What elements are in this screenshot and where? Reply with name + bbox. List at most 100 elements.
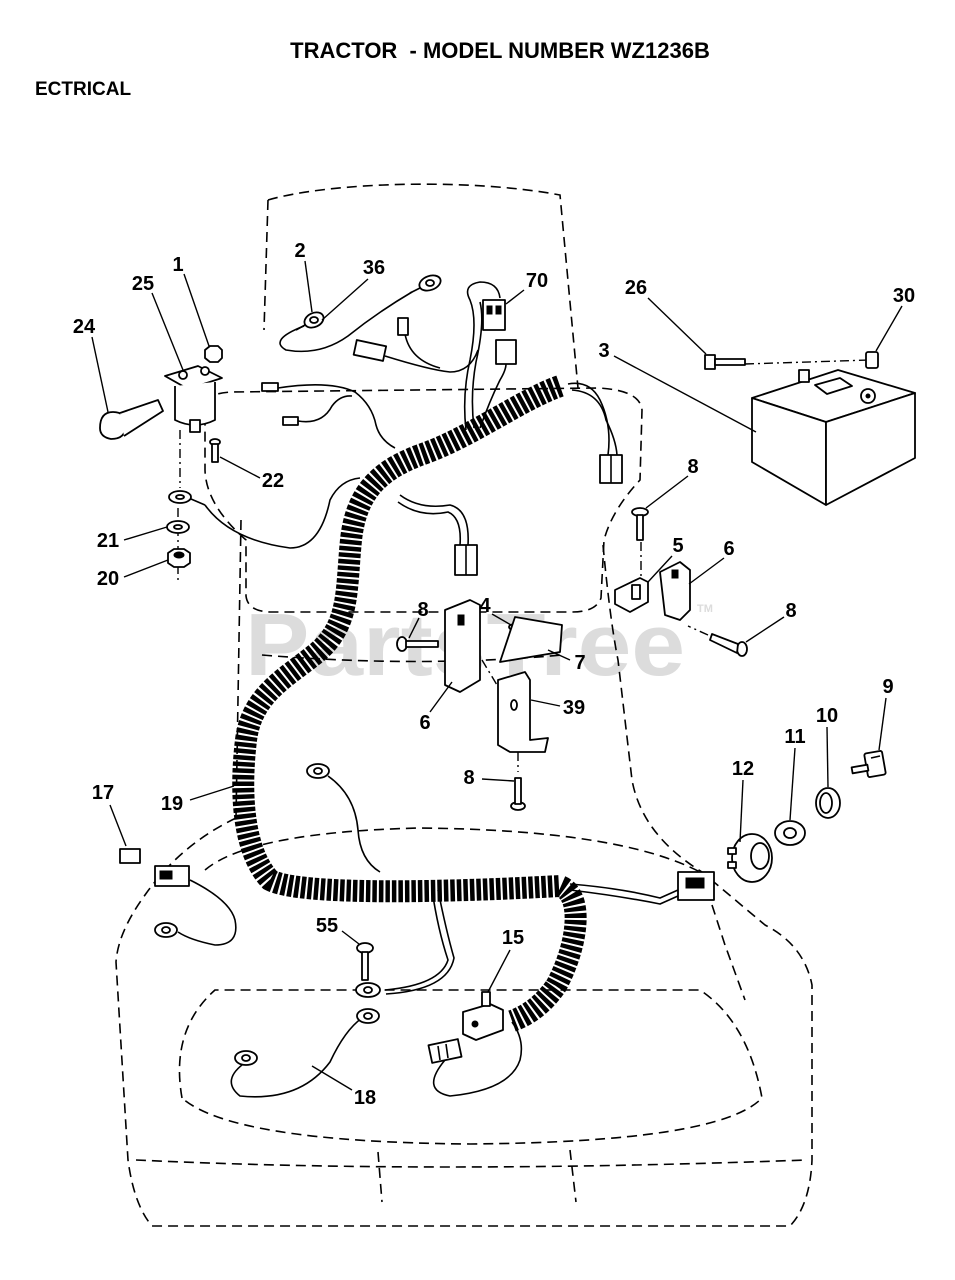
leader-19 bbox=[189, 785, 235, 801]
starter-solenoid bbox=[164, 365, 223, 433]
screw-8-upper-right bbox=[631, 507, 649, 541]
leader-8-mid-left bbox=[408, 617, 420, 639]
connector-70 bbox=[482, 299, 506, 331]
ring-terminal-left-ground bbox=[154, 922, 178, 938]
fender-inner-line bbox=[135, 1159, 807, 1168]
wire-to-lower-connector-70 bbox=[479, 363, 507, 429]
callout-labels: 1 25 24 2 36 70 26 30 3 22 8 21 20 5 6 4… bbox=[73, 240, 915, 1109]
callout-15: 15 bbox=[502, 927, 524, 949]
leader-30 bbox=[875, 305, 903, 352]
page-title: TRACTOR - MODEL NUMBER WZ1236B bbox=[290, 38, 710, 63]
leader-4 bbox=[491, 613, 512, 626]
screw-8-upper-right-shank bbox=[636, 514, 644, 541]
switch-15-plunger bbox=[481, 991, 491, 1007]
switch-15-connector-ridge-b bbox=[445, 1043, 449, 1059]
wire-to-connector-70-a bbox=[463, 281, 501, 431]
leader-26 bbox=[647, 297, 707, 355]
wire-ground-terminal bbox=[204, 477, 361, 549]
leader-lines bbox=[91, 260, 903, 1091]
section-title: ECTRICAL bbox=[35, 79, 131, 100]
bolt-26-head bbox=[704, 354, 716, 370]
wire-to-mid-connector-a bbox=[399, 494, 469, 546]
leader-12 bbox=[739, 779, 744, 843]
connector-70-pin-a bbox=[486, 305, 493, 315]
key-notch bbox=[870, 755, 881, 759]
bolt-26 bbox=[704, 354, 746, 370]
callout-22: 22 bbox=[262, 470, 284, 492]
ring-terminal-18-c-hole bbox=[241, 1054, 251, 1062]
connector-left-b bbox=[397, 317, 409, 336]
nut-20 bbox=[167, 548, 191, 568]
ignition-switch-terminal-b bbox=[727, 861, 737, 869]
ground-ring-terminal bbox=[168, 490, 206, 506]
callout-4: 4 bbox=[479, 595, 491, 617]
callout-10: 10 bbox=[816, 705, 838, 727]
battery-label bbox=[814, 377, 853, 395]
wire-to-screw-55 bbox=[384, 889, 449, 991]
callout-24: 24 bbox=[73, 316, 96, 338]
leader-8-bottom bbox=[481, 778, 515, 782]
wire-left-connector-a bbox=[384, 349, 479, 373]
battery bbox=[751, 369, 916, 506]
ring-nut-10 bbox=[815, 787, 841, 819]
screw-8-bottom bbox=[510, 777, 526, 811]
callout-8-mid-left: 8 bbox=[417, 599, 428, 621]
bracket-6-right bbox=[659, 561, 691, 621]
leader-39 bbox=[530, 699, 561, 707]
solenoid-terminal-left bbox=[178, 370, 188, 380]
leader-1 bbox=[183, 273, 210, 347]
callout-6-right: 6 bbox=[723, 538, 734, 560]
right-side-edge bbox=[711, 904, 746, 1001]
screw-8-mid-right-axis bbox=[687, 625, 709, 636]
callout-8-upper-right: 8 bbox=[687, 456, 698, 478]
switch-15-hole bbox=[471, 1020, 479, 1028]
bracket-5-tab bbox=[631, 584, 641, 600]
leader-55 bbox=[341, 930, 360, 945]
callout-18: 18 bbox=[354, 1087, 376, 1109]
wire-18 bbox=[230, 1017, 363, 1098]
ground-ring-hole bbox=[175, 494, 185, 500]
pedestal-left-edge bbox=[235, 519, 242, 819]
ignition-key-9 bbox=[850, 750, 887, 778]
callout-36: 36 bbox=[363, 257, 385, 279]
leader-8-mid-right bbox=[745, 616, 785, 643]
nut-30-body bbox=[865, 351, 879, 369]
switch-15-connector-body bbox=[427, 1038, 463, 1064]
leader-10 bbox=[826, 726, 829, 788]
connector-ignition-pin bbox=[685, 877, 705, 889]
battery-terminal-positive-hole bbox=[865, 393, 871, 399]
callout-55: 55 bbox=[316, 915, 338, 937]
leader-20 bbox=[123, 559, 169, 578]
callout-20: 20 bbox=[97, 568, 119, 590]
connector-17 bbox=[119, 848, 190, 887]
ignition-switch-face bbox=[750, 842, 770, 870]
leader-3 bbox=[613, 355, 757, 433]
leader-36 bbox=[321, 278, 369, 321]
dash-panel-outline bbox=[204, 387, 643, 613]
wire-ground-upper bbox=[327, 775, 381, 873]
harness-connectors bbox=[261, 299, 715, 901]
leader-15 bbox=[487, 949, 511, 993]
seat-pan-outline bbox=[178, 989, 763, 1145]
bracket-6-right-slot bbox=[671, 569, 679, 579]
ring-terminals-18 bbox=[234, 982, 381, 1066]
wire-terminal-2-to-36 bbox=[279, 291, 413, 353]
wire-to-mid-connector-b bbox=[397, 501, 462, 546]
terminal-lug-b bbox=[282, 416, 299, 426]
callout-11: 11 bbox=[784, 726, 805, 748]
bolt-26-shank bbox=[714, 358, 746, 366]
callout-26: 26 bbox=[625, 277, 647, 299]
screw-8-mid-left bbox=[396, 636, 439, 652]
ring-terminal-36-hole bbox=[425, 279, 435, 287]
callout-17: 17 bbox=[92, 782, 114, 804]
nut-20-hole bbox=[173, 551, 185, 559]
solenoid-terminal-right bbox=[200, 366, 210, 376]
washer-21 bbox=[166, 520, 190, 534]
leader-25 bbox=[151, 292, 184, 371]
bracket-axis bbox=[481, 659, 501, 691]
fender-divider-right bbox=[569, 1149, 577, 1203]
wire-to-connector-70-b bbox=[471, 301, 483, 429]
callout-7: 7 bbox=[574, 652, 585, 674]
switch-15-connector bbox=[427, 1038, 463, 1064]
